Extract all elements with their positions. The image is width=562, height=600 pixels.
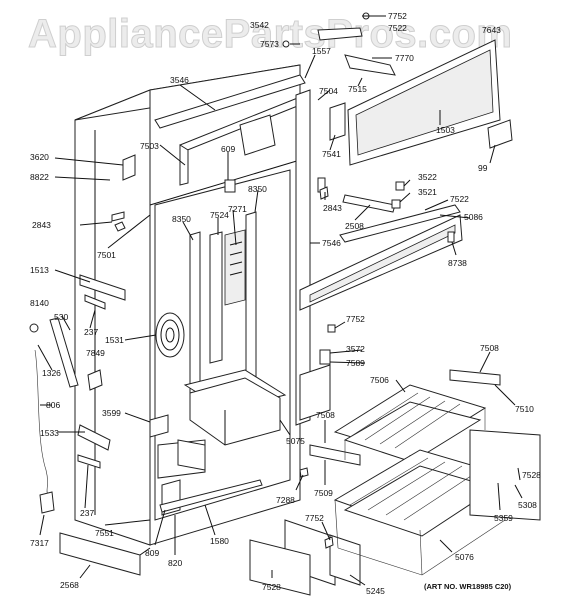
label-7515: 7515 [348, 84, 367, 94]
label-5076: 5076 [455, 552, 474, 562]
drawer-rails [284, 369, 501, 586]
label-7752: 7752 [388, 11, 407, 21]
label-3546: 3546 [170, 75, 189, 85]
freezer-bin [183, 369, 287, 446]
label-7752: 7752 [305, 513, 324, 523]
label-5308: 5308 [518, 500, 537, 510]
rear-panels [249, 429, 541, 596]
label-7528: 7528 [262, 582, 281, 592]
label-7524: 7524 [210, 210, 229, 220]
art-number: (ART NO. WR18985 C20) [424, 582, 512, 591]
label-7522: 7522 [450, 194, 469, 204]
label-7643: 7643 [482, 25, 501, 35]
label-7528: 7528 [522, 470, 541, 480]
label-1531: 1531 [105, 335, 124, 345]
label-7509: 7509 [314, 488, 333, 498]
label-2508: 2508 [345, 221, 364, 231]
lower-controls [59, 414, 263, 576]
label-1533: 1533 [40, 428, 59, 438]
label-3620: 3620 [30, 152, 49, 162]
label-530: 530 [54, 312, 68, 322]
label-609: 609 [221, 144, 235, 154]
label-7508: 7508 [480, 343, 499, 353]
label-7541: 7541 [322, 149, 341, 159]
label-2568: 2568 [60, 580, 79, 590]
label-5245: 5245 [366, 586, 385, 596]
left-side-parts [29, 154, 136, 514]
inner-liner [155, 211, 257, 399]
drawer-frame [299, 204, 463, 311]
label-1326: 1326 [42, 368, 61, 378]
label-820: 820 [168, 558, 182, 568]
label-7551: 7551 [95, 528, 114, 538]
label-7501: 7501 [97, 250, 116, 260]
top-grille [347, 39, 501, 166]
label-1580: 1580 [210, 536, 229, 546]
label-7752: 7752 [346, 314, 365, 324]
lower-wire-basket [333, 449, 507, 576]
label-7506: 7506 [370, 375, 389, 385]
label-8140: 8140 [30, 298, 49, 308]
label-5075: 5075 [286, 436, 305, 446]
label-7503: 7503 [140, 141, 159, 151]
leader-lines [37, 15, 523, 586]
watermark-logo: AppliancePartsPros.com [28, 12, 513, 57]
label-7849: 7849 [86, 348, 105, 358]
label-7504: 7504 [319, 86, 338, 96]
label-8350: 8350 [248, 184, 267, 194]
label-1557: 1557 [312, 46, 331, 56]
label-7508: 7508 [316, 410, 335, 420]
label-806: 806 [46, 400, 60, 410]
small-hardware [111, 102, 513, 365]
label-809: 809 [145, 548, 159, 558]
label-7573: 7573 [260, 39, 279, 49]
label-237: 237 [84, 327, 98, 337]
label-3522: 3522 [418, 172, 437, 182]
label-99: 99 [478, 163, 488, 173]
part-labels: 7752 3542 7573 7522 7770 7643 1557 7504 … [30, 11, 541, 596]
upper-wire-basket [333, 384, 487, 475]
label-5086: 5086 [464, 212, 483, 222]
label-7589: 7589 [346, 358, 365, 368]
label-7522: 7522 [388, 23, 407, 33]
label-8822: 8822 [30, 172, 49, 182]
label-3599: 3599 [102, 408, 121, 418]
label-3572: 3572 [346, 344, 365, 354]
front-mullion [295, 89, 331, 426]
label-7317: 7317 [30, 538, 49, 548]
label-8350: 8350 [172, 214, 191, 224]
label-1513: 1513 [30, 265, 49, 275]
label-1503: 1503 [436, 125, 455, 135]
label-7510: 7510 [515, 404, 534, 414]
label-8738: 8738 [448, 258, 467, 268]
label-2843: 2843 [32, 220, 51, 230]
label-5359: 5359 [494, 513, 513, 523]
label-2843: 2843 [323, 203, 342, 213]
label-7770: 7770 [395, 53, 414, 63]
label-7271: 7271 [228, 204, 247, 214]
label-7546: 7546 [322, 238, 341, 248]
label-3521: 3521 [418, 187, 437, 197]
label-237: 237 [80, 508, 94, 518]
label-3542: 3542 [250, 20, 269, 30]
label-7288: 7288 [276, 495, 295, 505]
top-hinge [282, 12, 396, 76]
screws [114, 186, 334, 549]
